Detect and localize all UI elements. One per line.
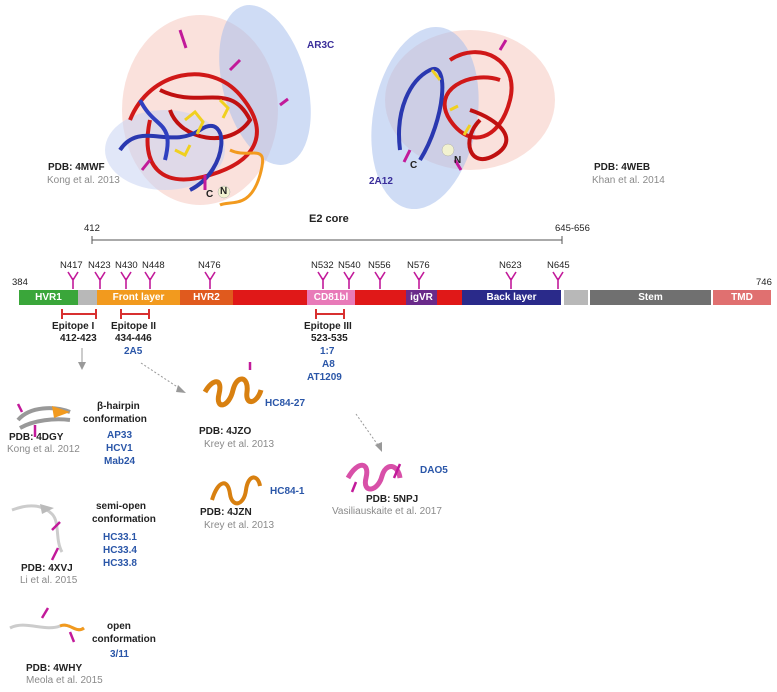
pdb-4web-label: PDB: 4WEB <box>594 162 651 173</box>
glycosite-n623: N623 <box>499 260 522 271</box>
pdb-4jzo-label: PDB: 4JZO <box>199 426 252 437</box>
epitope-3-name: Epitope III <box>304 321 352 332</box>
c-terminus-label-right: C <box>410 160 418 171</box>
antibody-hcv1: HCV1 <box>106 443 133 454</box>
epitope-3-antibody-a8: A8 <box>322 359 335 370</box>
semi-open-title-line2: conformation <box>92 514 156 525</box>
vasiliauskaite-2017-citation: Vasiliauskaite et al. 2017 <box>332 506 442 517</box>
meola-2015-citation: Meola et al. 2015 <box>26 675 103 686</box>
segment-tmd: TMD <box>713 290 771 305</box>
glycosite-n417: N417 <box>60 260 83 271</box>
segment-hvr1: HVR1 <box>19 290 78 305</box>
segment-front-layer: Front layer <box>97 290 180 305</box>
segment-hvr2: HVR2 <box>180 290 233 305</box>
structure-4web-illustration <box>371 26 555 210</box>
antibody-hc84-1: HC84-1 <box>270 486 305 497</box>
antibody-mab24: Mab24 <box>104 456 136 467</box>
glycosite-n423: N423 <box>88 260 111 271</box>
glycan-markers <box>67 271 564 289</box>
pdb-4xvj-label: PDB: 4XVJ <box>21 563 73 574</box>
open-title-line2: conformation <box>92 634 156 645</box>
2a12-binding-ellipse <box>371 26 479 210</box>
segment-gap-2 <box>564 290 588 305</box>
segment-cd81bl: CD81bl <box>307 290 355 305</box>
antibody-hc33-4: HC33.4 <box>103 545 137 556</box>
residue-end-746: 746 <box>756 277 772 288</box>
krey-2013-citation-1: Krey et al. 2013 <box>204 439 275 450</box>
pdb-4dgy-label: PDB: 4DGY <box>9 432 64 443</box>
glycosite-n645: N645 <box>547 260 570 271</box>
peptide-4dgy <box>16 403 71 437</box>
khan-2014-citation: Khan et al. 2014 <box>592 175 665 186</box>
epitope-3-antibody-at1209: AT1209 <box>307 372 342 383</box>
pointer-arrows <box>78 348 382 452</box>
pdb-4jzn-label: PDB: 4JZN <box>200 507 252 518</box>
antibody-hc84-27: HC84-27 <box>265 398 306 409</box>
glycosite-n430: N430 <box>115 260 138 271</box>
segment-core-red-3 <box>437 290 462 305</box>
peptide-4jzo <box>202 362 264 408</box>
segment-back-layer: Back layer <box>462 290 561 305</box>
peptide-4jzn <box>210 475 262 506</box>
c-terminus-label: C <box>206 189 214 200</box>
antibody-ap33: AP33 <box>107 430 133 441</box>
beta-hairpin-title-line2: conformation <box>83 414 147 425</box>
epitope-2-antibody-2a5: 2A5 <box>124 346 143 357</box>
antibody-hc33-8: HC33.8 <box>103 558 137 569</box>
peptide-4xvj <box>11 504 64 561</box>
residue-start-384: 384 <box>12 277 28 288</box>
epitope-3-antibody-1-7: 1:7 <box>320 346 335 357</box>
segment-igvr: igVR <box>406 290 437 305</box>
segment-gap-1 <box>78 290 97 305</box>
glycosite-n476: N476 <box>198 260 221 271</box>
epitope-1-name: Epitope I <box>52 321 95 332</box>
glycosite-n540: N540 <box>338 260 361 271</box>
antibody-hc33-1: HC33.1 <box>103 532 137 543</box>
kong-2013-citation: Kong et al. 2013 <box>47 175 120 186</box>
antibody-dao5: DAO5 <box>420 465 448 476</box>
structure-4mwf-illustration <box>105 5 311 207</box>
n-terminus-label-right: N <box>454 155 462 166</box>
ar3c-binding-ellipse <box>219 5 311 165</box>
glycosite-n532: N532 <box>311 260 334 271</box>
2a12-label: 2A12 <box>369 176 393 187</box>
epitope-2-name: Epitope II <box>111 321 156 332</box>
n-terminus-label: N <box>220 186 228 197</box>
peptide-4why <box>9 607 85 643</box>
segment-core-red-2 <box>355 290 406 305</box>
kong-2012-citation: Kong et al. 2012 <box>7 444 80 455</box>
antibody-3-11: 3/11 <box>110 649 129 660</box>
epitope-2-range: 434-446 <box>115 333 152 344</box>
ar3c-label: AR3C <box>307 40 335 51</box>
segment-stem: Stem <box>590 290 711 305</box>
krey-2013-citation-2: Krey et al. 2013 <box>204 520 275 531</box>
open-title-line1: open <box>107 621 131 632</box>
segment-core-red-1 <box>233 290 307 305</box>
glycosite-n448: N448 <box>142 260 165 271</box>
glycosite-n556: N556 <box>368 260 391 271</box>
pdb-4why-label: PDB: 4WHY <box>26 663 83 674</box>
pdb-5npj-label: PDB: 5NPJ <box>366 494 419 505</box>
peptide-5npj <box>345 462 403 493</box>
semi-open-title-line1: semi-open <box>96 501 147 512</box>
glycosite-n576: N576 <box>407 260 430 271</box>
beta-hairpin-title-line1: β-hairpin <box>97 401 140 412</box>
epitope-1-range: 412-423 <box>60 333 97 344</box>
pdb-4mwf-label: PDB: 4MWF <box>48 162 105 173</box>
epitope-brackets <box>61 309 345 319</box>
li-2015-citation: Li et al. 2015 <box>20 575 78 586</box>
core-end-residue: 645-656 <box>555 223 590 234</box>
epitope-3-range: 523-535 <box>311 333 348 344</box>
core-start-residue: 412 <box>84 223 100 234</box>
e2-core-label: E2 core <box>309 213 349 225</box>
